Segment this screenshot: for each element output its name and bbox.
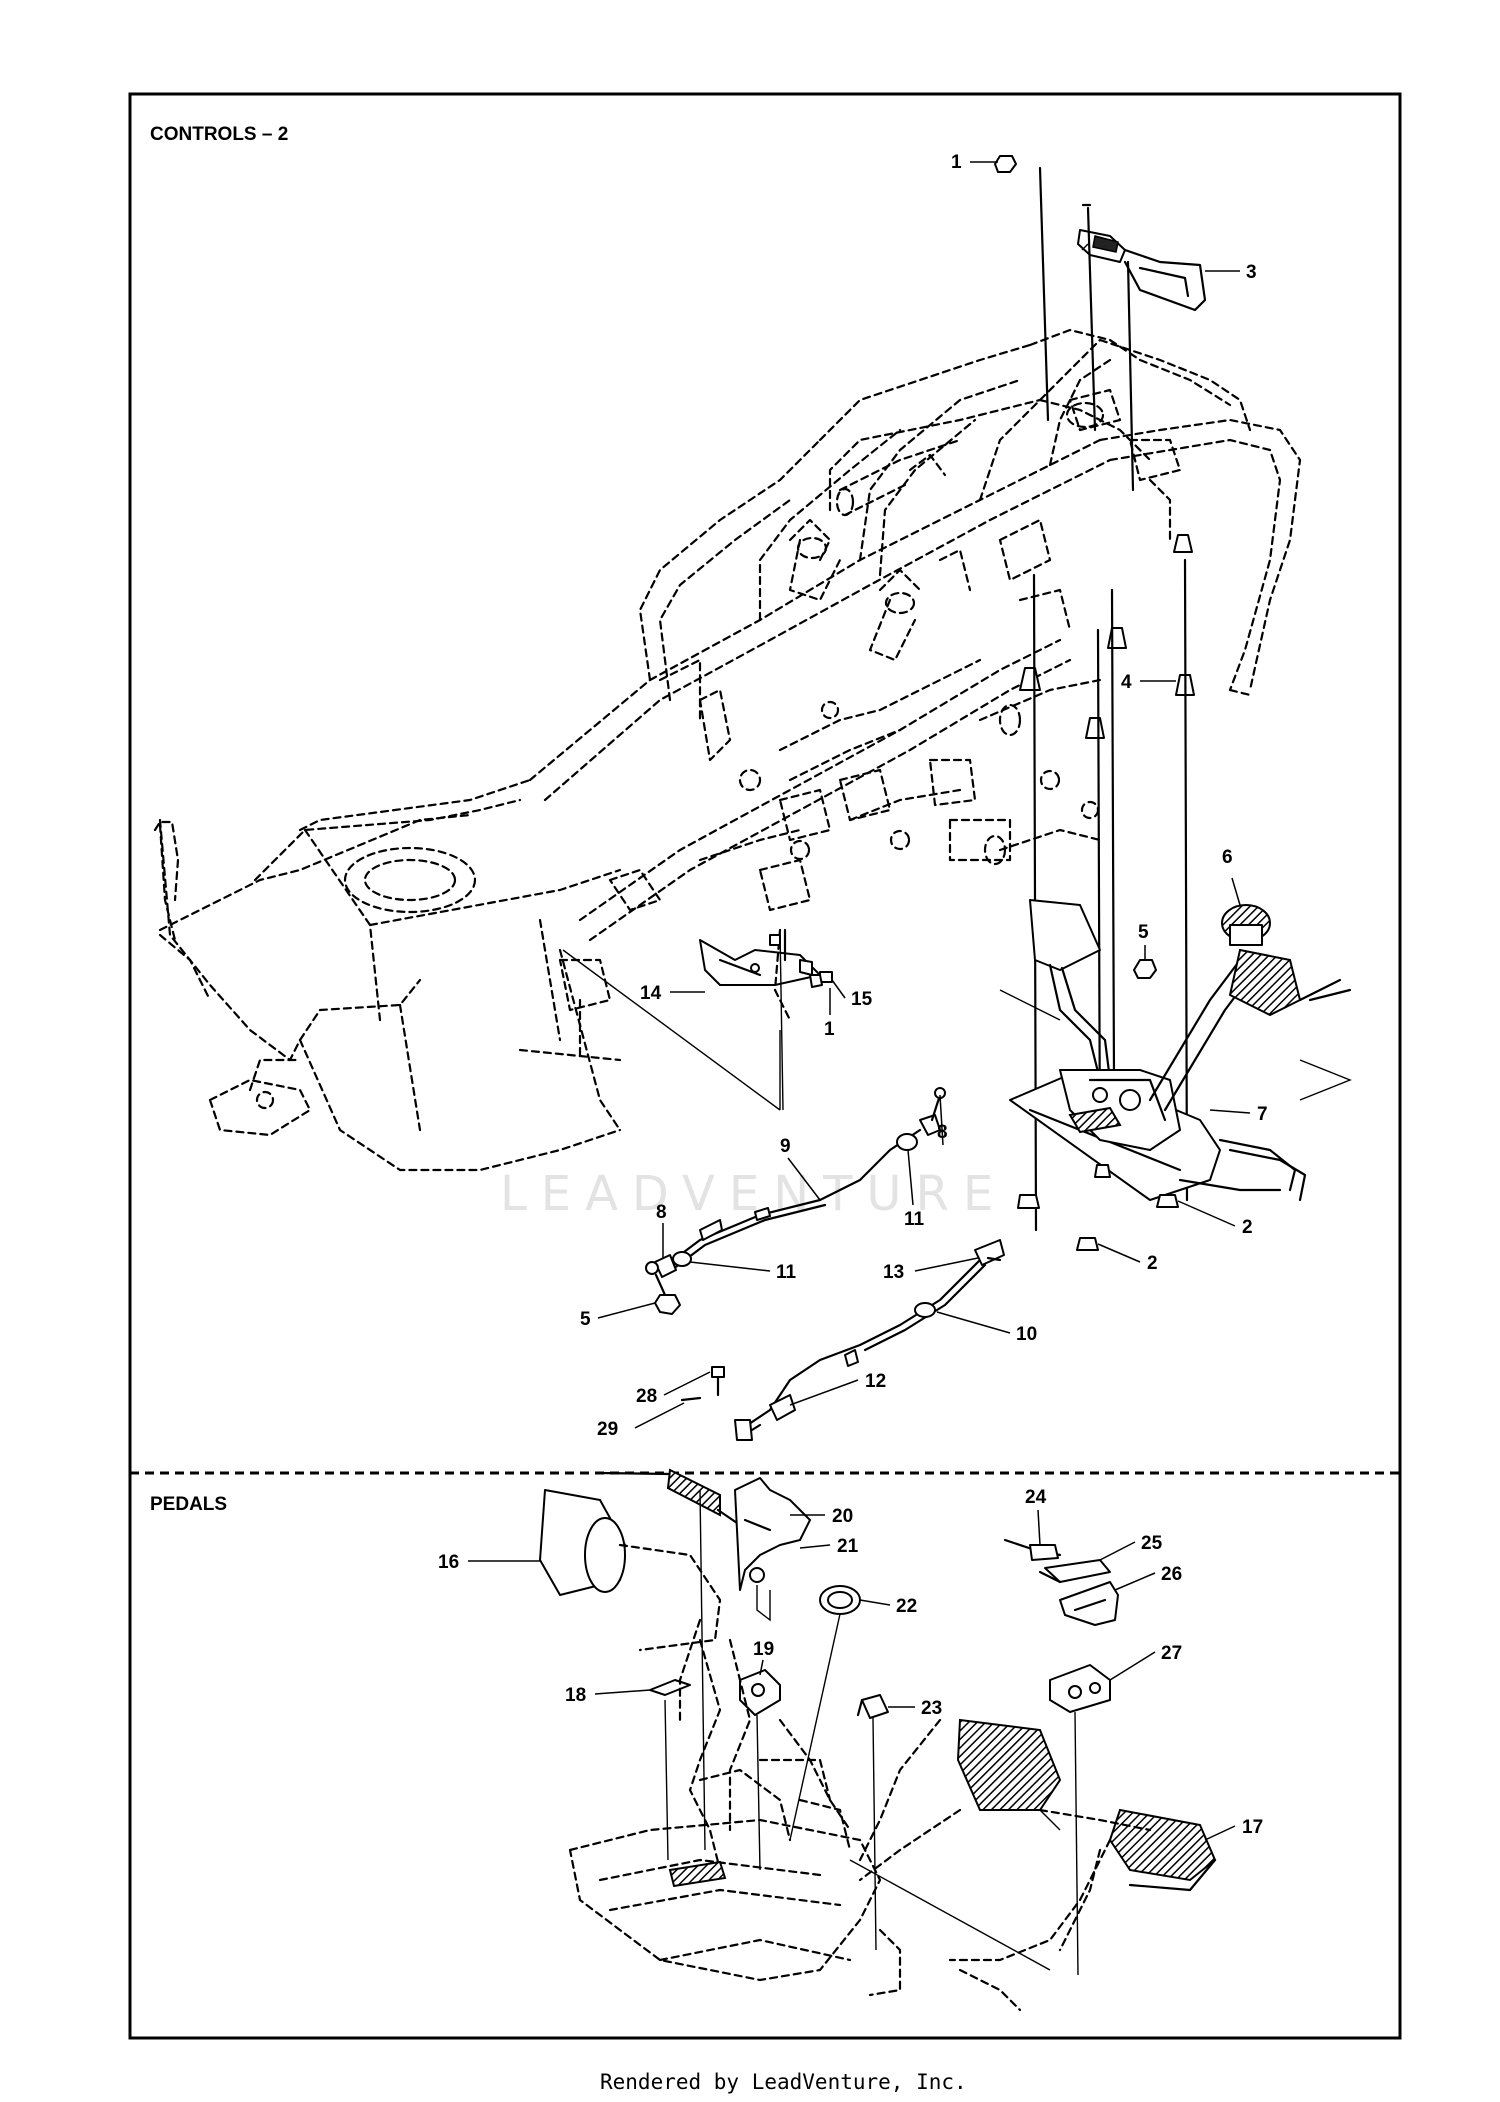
part-1-bolt-lower	[809, 974, 823, 988]
callout-5-bottom: 5	[580, 1309, 591, 1330]
callout-2-left: 2	[1147, 1253, 1158, 1274]
part-12-cable	[734, 1239, 1005, 1441]
callout-11-top: 11	[904, 1209, 925, 1230]
part-2-bolt-a	[1076, 1237, 1099, 1251]
callout-24: 24	[1025, 1487, 1047, 1508]
section-title-controls: CONTROLS – 2	[150, 124, 288, 145]
callout-17: 17	[1242, 1817, 1263, 1838]
footer-credit: Rendered by LeadVenture, Inc.	[600, 2070, 967, 2094]
part-1-bolt-top	[994, 155, 1017, 173]
leader-lines	[468, 161, 1251, 1841]
callout-2-right: 2	[1242, 1217, 1253, 1238]
callout-8-top: 8	[937, 1122, 948, 1143]
callout-12: 12	[865, 1371, 886, 1392]
callout-5-top: 5	[1138, 922, 1149, 943]
callout-8-bottom: 8	[656, 1202, 667, 1223]
part-29-pin	[680, 1396, 702, 1402]
callout-18: 18	[565, 1685, 586, 1706]
callout-20: 20	[832, 1506, 853, 1527]
callout-21: 21	[837, 1536, 859, 1557]
callout-10: 10	[1016, 1324, 1037, 1345]
callout-13: 13	[883, 1262, 904, 1283]
callout-25: 25	[1141, 1533, 1163, 1554]
callout-16: 16	[438, 1552, 459, 1573]
callout-1-lower: 1	[824, 1019, 835, 1040]
callout-1-top: 1	[951, 152, 962, 173]
callout-3: 3	[1246, 262, 1257, 283]
callout-29: 29	[597, 1419, 618, 1440]
callout-7: 7	[1257, 1104, 1268, 1125]
tractor-frame	[153, 328, 1302, 1172]
callout-28: 28	[636, 1386, 657, 1407]
part-3-handle	[1077, 229, 1207, 312]
part-9-cable	[645, 1087, 946, 1315]
callout-23: 23	[921, 1698, 942, 1719]
callout-11-bottom: 11	[776, 1262, 797, 1283]
callout-27: 27	[1161, 1643, 1182, 1664]
part-4-spacers	[1019, 534, 1195, 739]
part-28-bolt	[711, 1366, 725, 1378]
callout-19: 19	[753, 1639, 774, 1660]
pedals-assembly	[539, 1468, 1217, 2012]
callout-22: 22	[896, 1596, 917, 1617]
part-5-nut-top	[1133, 959, 1157, 979]
section-title-pedals: PEDALS	[150, 1494, 227, 1515]
watermark: LEADVENTURE	[500, 1166, 1007, 1222]
callout-15: 15	[851, 989, 873, 1010]
part-2-bolt-b	[1156, 1194, 1179, 1208]
part-6-pedal-pad	[1221, 904, 1271, 946]
pedal-assembly-controls	[999, 899, 1352, 1202]
callout-6: 6	[1222, 847, 1233, 868]
callout-14: 14	[640, 983, 662, 1004]
callout-4: 4	[1121, 672, 1132, 693]
diagram-frame	[128, 92, 1402, 2040]
callout-9: 9	[780, 1136, 791, 1157]
callout-labels: 1 3 4 6 5 14 15 1 8 9 11 7 8 11 2 2 13 5…	[438, 152, 1268, 1838]
callout-26: 26	[1161, 1564, 1182, 1585]
